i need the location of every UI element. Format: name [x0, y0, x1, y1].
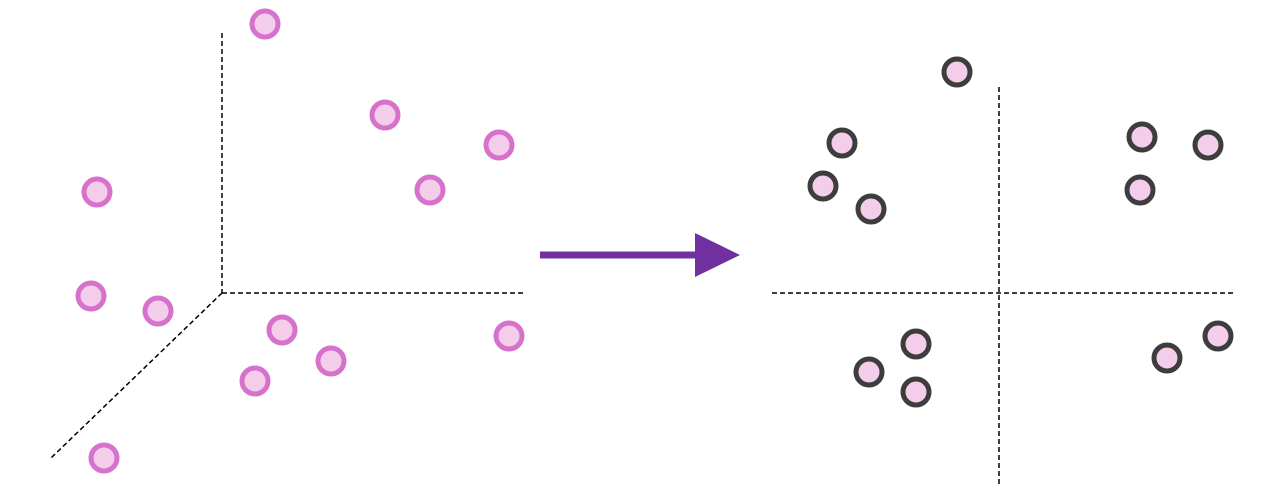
output-point-7	[1124, 174, 1156, 206]
output-point-4	[855, 193, 887, 225]
input-point-5	[81, 176, 113, 208]
output-space	[772, 56, 1234, 487]
input-space	[50, 8, 525, 474]
input-point-9	[315, 345, 347, 377]
input-point-3	[483, 129, 515, 161]
input-points	[75, 8, 525, 474]
output-point-12	[1151, 342, 1183, 374]
input-point-12	[88, 442, 120, 474]
input-point-6	[75, 280, 107, 312]
input-point-11	[493, 320, 525, 352]
transform-arrow	[540, 233, 740, 277]
output-point-2	[826, 127, 858, 159]
output-point-11	[1202, 320, 1234, 352]
output-point-3	[807, 170, 839, 202]
output-point-1	[941, 56, 973, 88]
input-point-8	[266, 314, 298, 346]
output-point-10	[900, 376, 932, 408]
output-point-6	[1192, 129, 1224, 161]
input-point-10	[239, 365, 271, 397]
output-point-8	[900, 328, 932, 360]
input-point-1	[249, 8, 281, 40]
input-point-7	[142, 295, 174, 327]
input-point-2	[369, 99, 401, 131]
arrow-right-icon	[695, 233, 740, 277]
input-depth-axis	[50, 292, 223, 459]
output-point-9	[853, 356, 885, 388]
output-points	[807, 56, 1234, 408]
output-point-5	[1126, 121, 1158, 153]
input-point-4	[414, 174, 446, 206]
